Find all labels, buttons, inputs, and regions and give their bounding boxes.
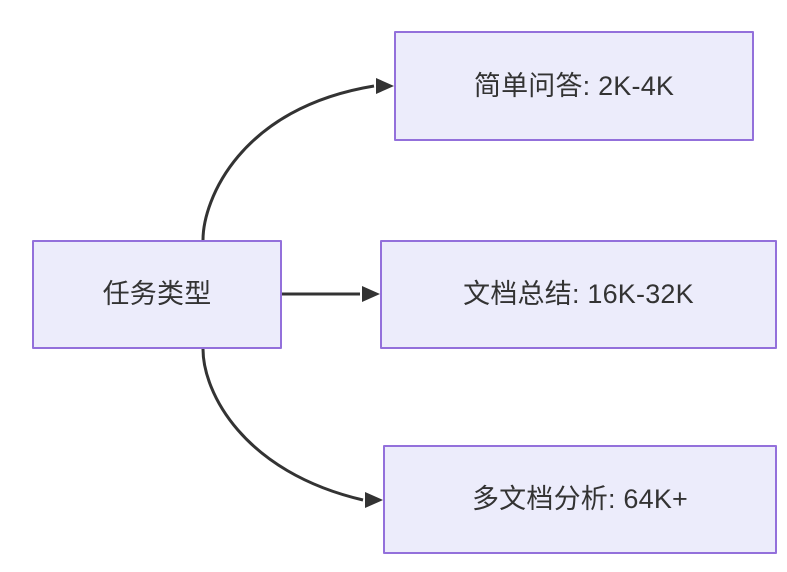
edge-source-to-doc-summary (282, 286, 380, 302)
node-doc-summary[interactable]: 文档总结: 16K-32K (380, 240, 777, 349)
edge-source-to-simple-qa-line (201, 84, 375, 241)
edge-source-to-multi-doc-arrowhead (365, 492, 383, 508)
node-task-type-label: 任务类型 (102, 279, 212, 310)
node-simple-qa-label: 简单问答: 2K-4K (473, 70, 675, 101)
node-task-type[interactable]: 任务类型 (32, 240, 282, 349)
node-simple-qa[interactable]: 简单问答: 2K-4K (394, 31, 754, 141)
edge-source-to-multi-doc-line (201, 348, 364, 502)
node-multi-doc-label: 多文档分析: 64K+ (471, 484, 688, 515)
node-multi-doc[interactable]: 多文档分析: 64K+ (383, 445, 777, 554)
edge-source-to-simple-qa (201, 78, 394, 241)
edge-source-to-multi-doc (201, 348, 383, 508)
node-doc-summary-label: 文档总结: 16K-32K (463, 279, 694, 310)
edge-source-to-doc-summary-arrowhead (362, 286, 380, 302)
edge-source-to-simple-qa-arrowhead (376, 78, 394, 94)
